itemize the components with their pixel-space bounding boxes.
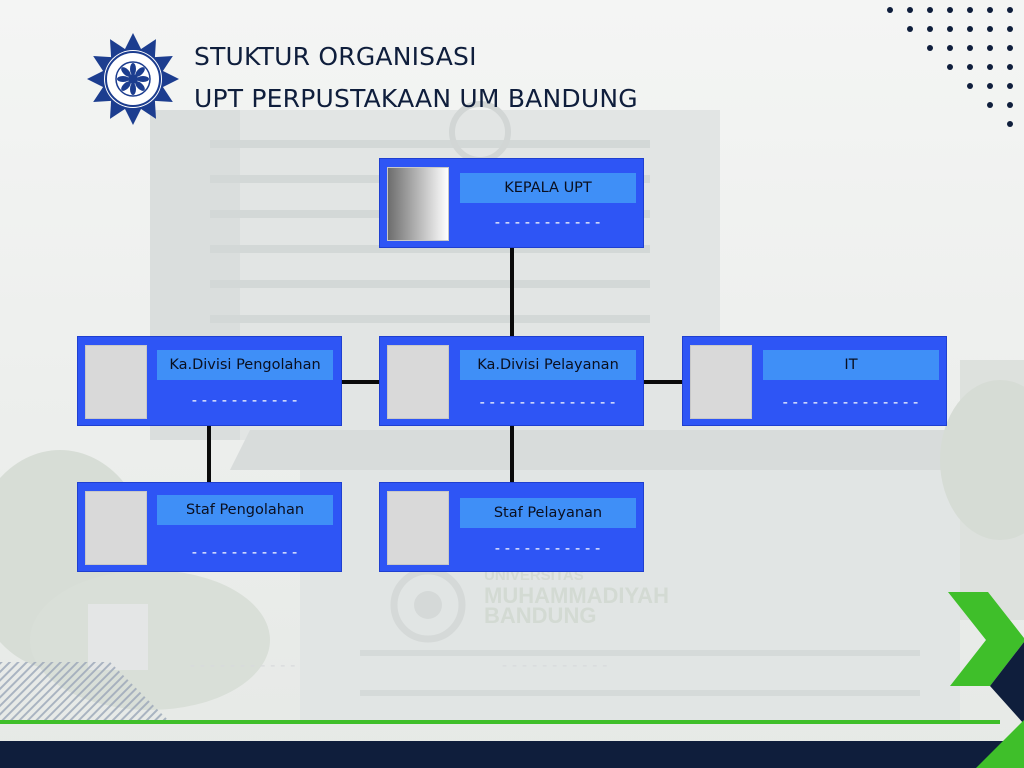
decor-dot [927,26,933,32]
decor-dot [947,64,953,70]
decor-dot [967,64,973,70]
ghost-name-center: ----------- [500,656,611,674]
decor-dot [907,7,913,13]
decor-dot [1007,45,1013,51]
decor-dot [947,7,953,13]
photo-placeholder [85,491,147,565]
connector-pengolahan-to-staf [207,426,211,482]
decor-dot [887,7,893,13]
photo-placeholder [387,345,449,419]
name-placeholder: ----------- [189,391,301,409]
org-node-it: IT -------------- [682,336,947,426]
decor-dot [927,7,933,13]
decor-dot [987,64,993,70]
decor-dot [1007,102,1013,108]
ghost-name-left: ----------- [188,656,299,674]
page-title-line1: STUKTUR ORGANISASI [194,42,477,71]
page-title-line2: UPT PERPUSTAKAAN UM BANDUNG [194,84,638,113]
building-sign-line2: MUHAMMADIYAH [484,583,669,608]
photo-placeholder [85,345,147,419]
decor-dot [1007,121,1013,127]
green-divider-line [0,720,1000,724]
org-node-staf-pengolahan: Staf Pengolahan ----------- [77,482,342,572]
photo-placeholder [690,345,752,419]
building-sign: UNIVERSITAS MUHAMMADIYAH BANDUNG [484,566,669,628]
role-label: IT [763,350,939,380]
decor-dot [1007,64,1013,70]
role-label: Ka.Divisi Pengolahan [157,350,333,380]
org-node-kepala-upt: KEPALA UPT ----------- [379,158,644,248]
decor-dot [1007,7,1013,13]
decor-dot [927,45,933,51]
decor-dot [987,45,993,51]
dot-pattern-decoration [887,7,1013,127]
decor-dot [967,26,973,32]
name-placeholder: ----------- [492,539,604,557]
decor-dot [987,7,993,13]
building-sign-line3: BANDUNG [484,603,597,628]
connector-kepala-to-pelayanan [510,248,514,336]
name-placeholder: ----------- [189,543,301,561]
photo-placeholder [387,491,449,565]
connector-pengolahan-to-pelayanan [342,380,380,384]
decor-dot [947,26,953,32]
role-label: Staf Pengolahan [157,495,333,525]
decor-dot [987,83,993,89]
decor-dot [947,45,953,51]
navy-footer-bar [0,741,1024,768]
role-label: Ka.Divisi Pelayanan [460,350,636,380]
decor-dot [907,26,913,32]
org-node-kadiv-pengolahan: Ka.Divisi Pengolahan ----------- [77,336,342,426]
name-placeholder: -------------- [780,393,922,411]
role-label: Staf Pelayanan [460,498,636,528]
chevron-arrow-decoration [948,592,1024,768]
photo-placeholder [387,167,449,241]
org-node-kadiv-pelayanan: Ka.Divisi Pelayanan -------------- [379,336,644,426]
university-logo [87,33,179,125]
decor-dot [987,26,993,32]
role-label: KEPALA UPT [460,173,636,203]
decor-dot [967,83,973,89]
decor-dot [987,102,993,108]
name-placeholder: ----------- [492,213,604,231]
org-node-staf-pelayanan: Staf Pelayanan ----------- [379,482,644,572]
connector-pelayanan-to-it [644,380,682,384]
decor-dot [967,45,973,51]
decor-dot [1007,83,1013,89]
name-placeholder: -------------- [477,393,619,411]
hatch-pattern-decoration [0,662,170,722]
connector-pelayanan-to-staf [510,426,514,482]
decor-dot [967,7,973,13]
ghost-photo-left [88,604,148,670]
decor-dot [1007,26,1013,32]
